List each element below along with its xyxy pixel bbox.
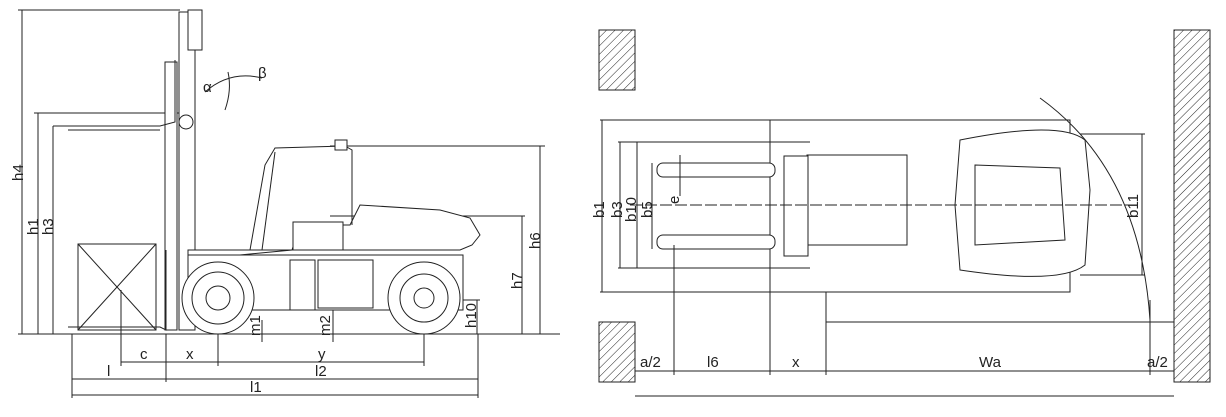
e-label: e (666, 196, 683, 204)
front-wheel (181, 261, 255, 335)
top-view: b1 b3 b10 b5 e b11 a/2 l6 x Wa a/2 (591, 29, 1211, 397)
l1-label: l1 (250, 379, 262, 396)
wall-right (1173, 29, 1211, 383)
x-label: x (186, 346, 194, 363)
x-top-label: x (792, 354, 800, 371)
h6-label: h6 (527, 232, 544, 249)
b5-label: b5 (639, 201, 656, 218)
side-view: α β h4 h1 h3 h6 h7 h10 m1 m2 c x y l l2 … (10, 9, 560, 398)
b1-label: b1 (591, 201, 608, 218)
b10-label: b10 (623, 197, 640, 222)
h4-label: h4 (10, 164, 27, 181)
beta-label: β (258, 65, 267, 82)
l2-label: l2 (315, 363, 327, 380)
b11-label: b11 (1125, 194, 1142, 218)
h3-label: h3 (40, 218, 57, 235)
m1-label: m1 (247, 315, 264, 336)
c-label: c (140, 346, 148, 363)
alpha-label: α (203, 79, 212, 96)
a-half-right-label: a/2 (1147, 354, 1168, 371)
h1-label: h1 (25, 218, 42, 235)
a-half-left-label: a/2 (640, 354, 661, 371)
wall-bottom-left (598, 321, 636, 383)
l-label: l (107, 363, 110, 380)
h10-label: h10 (463, 303, 480, 328)
b3-label: b3 (609, 201, 626, 218)
h7-label: h7 (509, 272, 526, 289)
l6-label: l6 (707, 354, 719, 371)
y-label: y (318, 346, 326, 363)
rear-wheel (387, 261, 461, 335)
wa-label: Wa (979, 354, 1002, 371)
wall-top-left (598, 29, 636, 91)
m2-label: m2 (317, 315, 334, 336)
